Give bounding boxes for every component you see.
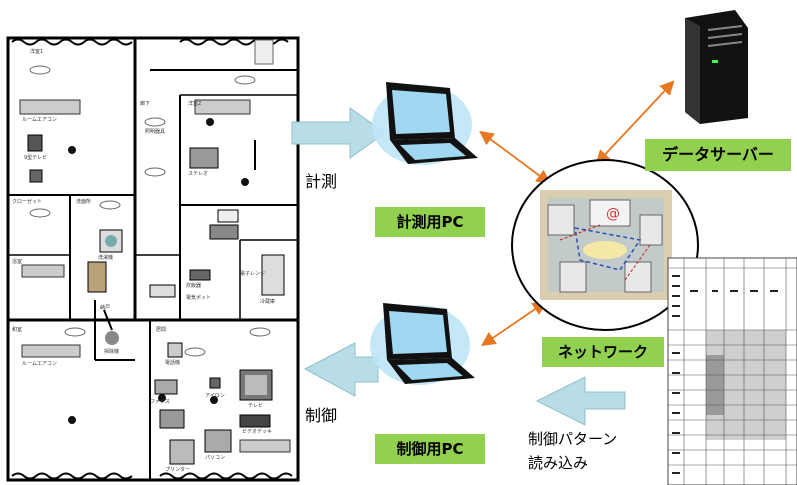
arrow-control-network	[481, 300, 547, 347]
svg-text:@: @	[606, 206, 620, 222]
appliance-label: ルームエアコン	[22, 117, 57, 123]
appliance-label: 掃除機	[104, 349, 120, 355]
room-label: 浴室	[12, 259, 23, 265]
measure-pc-label: 計測用PC	[375, 207, 485, 237]
room-label: 洋室2	[188, 101, 202, 107]
room-label: 居間	[156, 327, 167, 333]
appliance-label: 照明器具	[145, 129, 166, 135]
room-label: 洋室1	[30, 49, 44, 55]
control-pc-label: 制御用PC	[375, 434, 485, 464]
measure-block-arrow	[291, 107, 386, 159]
room-label: クローゼット	[12, 199, 43, 205]
appliance-label: 電気ポット	[186, 295, 212, 301]
appliance-label: 9型テレビ	[24, 155, 48, 161]
appliance-label: ステレオ	[188, 171, 209, 177]
floor-plan	[6, 36, 300, 482]
data-server-label: データサーバー	[645, 139, 791, 171]
network-illustration: @	[511, 159, 699, 331]
measure-pc-icon	[372, 82, 478, 165]
appliance-label: 洗濯機	[98, 255, 114, 261]
appliance-label: パソコン	[205, 455, 226, 461]
appliance-label: 電子レンジ	[240, 271, 266, 277]
control-label: 制御	[305, 406, 338, 425]
server-icon	[685, 10, 748, 124]
room-label: 和室	[12, 327, 23, 333]
pattern-label-line1: 制御パターン	[528, 430, 618, 448]
room-label: 廊下	[140, 101, 151, 107]
appliance-label: ルームエアコン	[22, 361, 57, 367]
appliance-label: プリンター	[165, 467, 191, 473]
network-label: ネットワーク	[542, 337, 664, 367]
arrow-server-network	[595, 80, 675, 165]
appliance-label: テレビ	[248, 403, 264, 409]
control-pattern-table	[667, 257, 797, 485]
appliance-label: 炊飯器	[186, 283, 202, 289]
pattern-label-line2: 読み込み	[528, 454, 589, 472]
room-label: 洗面所	[76, 199, 92, 205]
control-block-arrow	[303, 342, 379, 397]
curtain-top-left	[11, 38, 133, 46]
measure-label: 計測	[305, 172, 338, 191]
arrow-measure-network	[479, 130, 551, 185]
appliance-label: ビデオデッキ	[242, 429, 273, 435]
appliance-label: 冷蔵庫	[260, 299, 276, 305]
control-pc-icon	[370, 303, 475, 385]
room-label: 納戸	[100, 305, 111, 311]
appliance-label: ファクス	[150, 399, 170, 405]
appliance-label: アイロン	[205, 393, 225, 399]
pattern-block-arrow	[535, 376, 626, 426]
appliance-label: 電話機	[165, 360, 181, 366]
